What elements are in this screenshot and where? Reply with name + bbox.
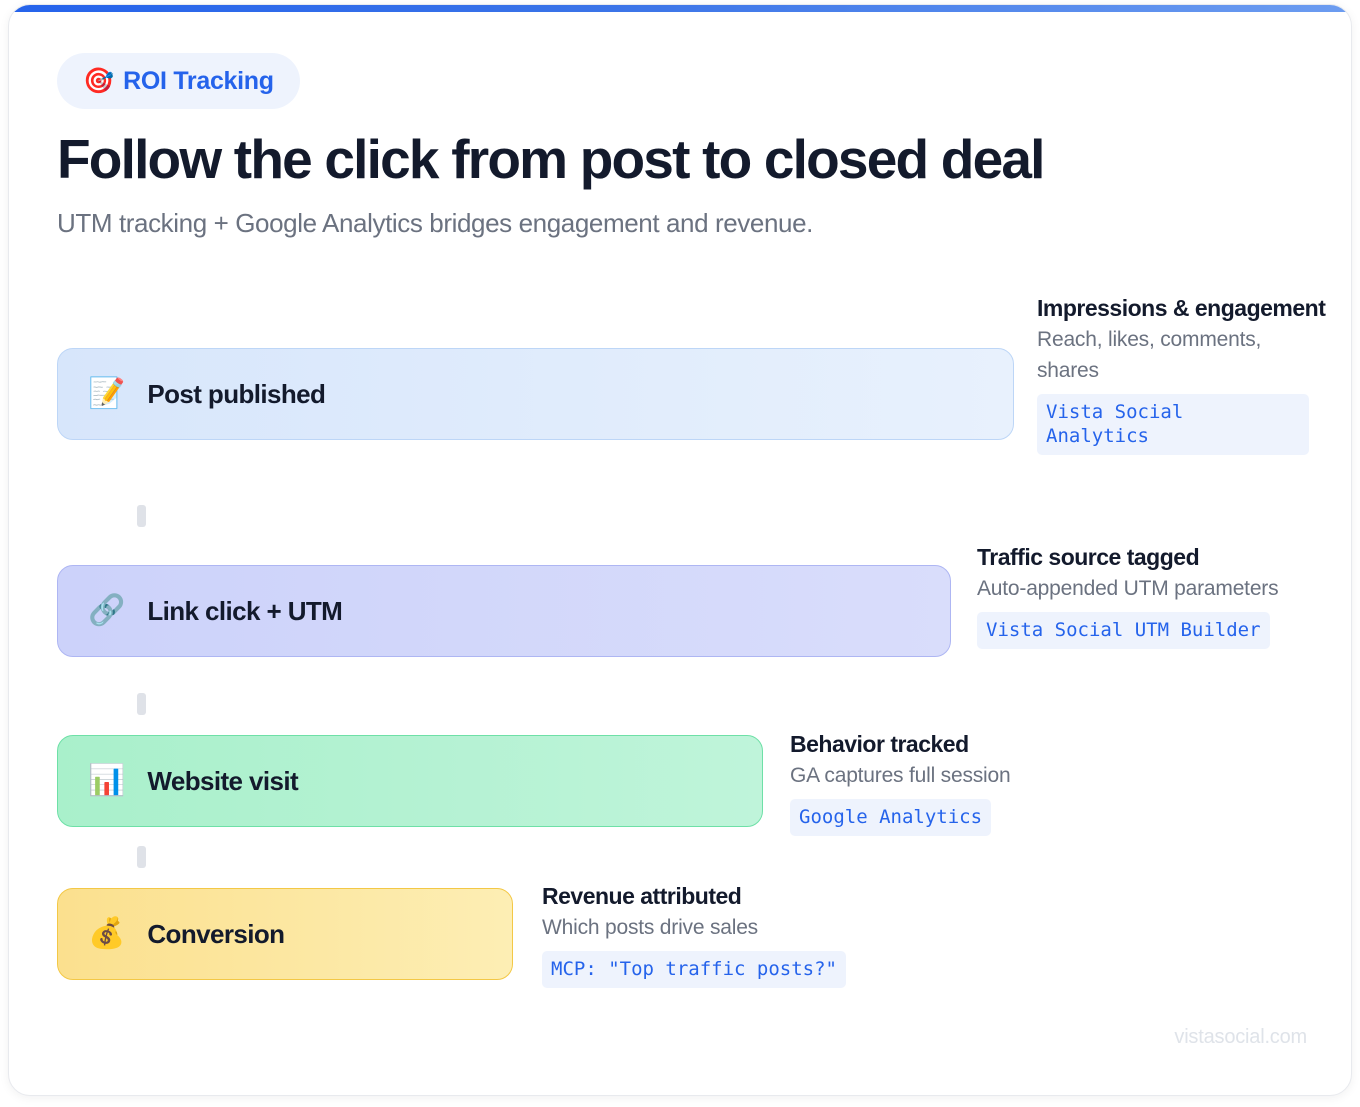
annotation-chip: MCP: "Top traffic posts?"	[542, 951, 846, 988]
connector-2	[137, 693, 146, 715]
link-icon: 🔗	[88, 594, 126, 627]
annotation-title: Traffic source tagged	[977, 544, 1200, 570]
roi-tracking-badge: 🎯 ROI Tracking	[57, 53, 300, 109]
funnel-bar-post-published[interactable]: 📝 Post published	[57, 348, 1014, 440]
annotation-title: Revenue attributed	[542, 883, 742, 909]
funnel-bar-label: Website visit	[147, 765, 299, 796]
annotation-desc: Which posts drive sales	[542, 916, 758, 940]
page-title: Follow the click from post to closed dea…	[57, 128, 1045, 190]
memo-icon: 📝	[88, 377, 126, 410]
annotation-impressions: Impressions & engagement Reach, likes, c…	[1037, 293, 1327, 456]
annotation-desc: Reach, likes, comments, shares	[1037, 328, 1262, 383]
annotation-chip: Vista Social Analytics	[1037, 393, 1309, 456]
funnel-bar-label: Conversion	[147, 918, 285, 949]
connector-1	[137, 505, 146, 527]
funnel-bar-label: Post published	[147, 378, 326, 409]
top-accent-bar	[9, 5, 1351, 12]
annotation-chip: Google Analytics	[790, 799, 992, 836]
annotation-title: Impressions & engagement	[1037, 295, 1326, 321]
bar-chart-icon: 📊	[88, 764, 126, 797]
annotation-desc: GA captures full session	[790, 764, 1011, 788]
annotation-behavior: Behavior tracked GA captures full sessio…	[790, 729, 1090, 836]
footer-url: vistasocial.com	[1174, 1026, 1307, 1048]
roi-tracking-card: 🎯 ROI Tracking Follow the click from pos…	[8, 4, 1352, 1096]
annotation-revenue: Revenue attributed Which posts drive sal…	[542, 881, 892, 988]
funnel-bar-conversion[interactable]: 💰 Conversion	[57, 888, 513, 980]
connector-3	[137, 846, 146, 868]
funnel-bar-website-visit[interactable]: 📊 Website visit	[57, 735, 763, 827]
annotation-chip: Vista Social UTM Builder	[977, 612, 1270, 649]
funnel-bar-link-click-utm[interactable]: 🔗 Link click + UTM	[57, 565, 951, 657]
funnel-diagram: 📝 Post published Impressions & engagemen…	[9, 5, 1351, 1095]
badge-label: ROI Tracking	[123, 66, 274, 95]
page-subtitle: UTM tracking + Google Analytics bridges …	[57, 208, 813, 238]
target-icon: 🎯	[83, 66, 115, 95]
money-bag-icon: 💰	[88, 917, 126, 950]
annotation-desc: Auto-appended UTM parameters	[977, 577, 1279, 601]
annotation-title: Behavior tracked	[790, 731, 969, 757]
annotation-traffic-source: Traffic source tagged Auto-appended UTM …	[977, 542, 1322, 649]
funnel-bar-label: Link click + UTM	[147, 595, 343, 626]
